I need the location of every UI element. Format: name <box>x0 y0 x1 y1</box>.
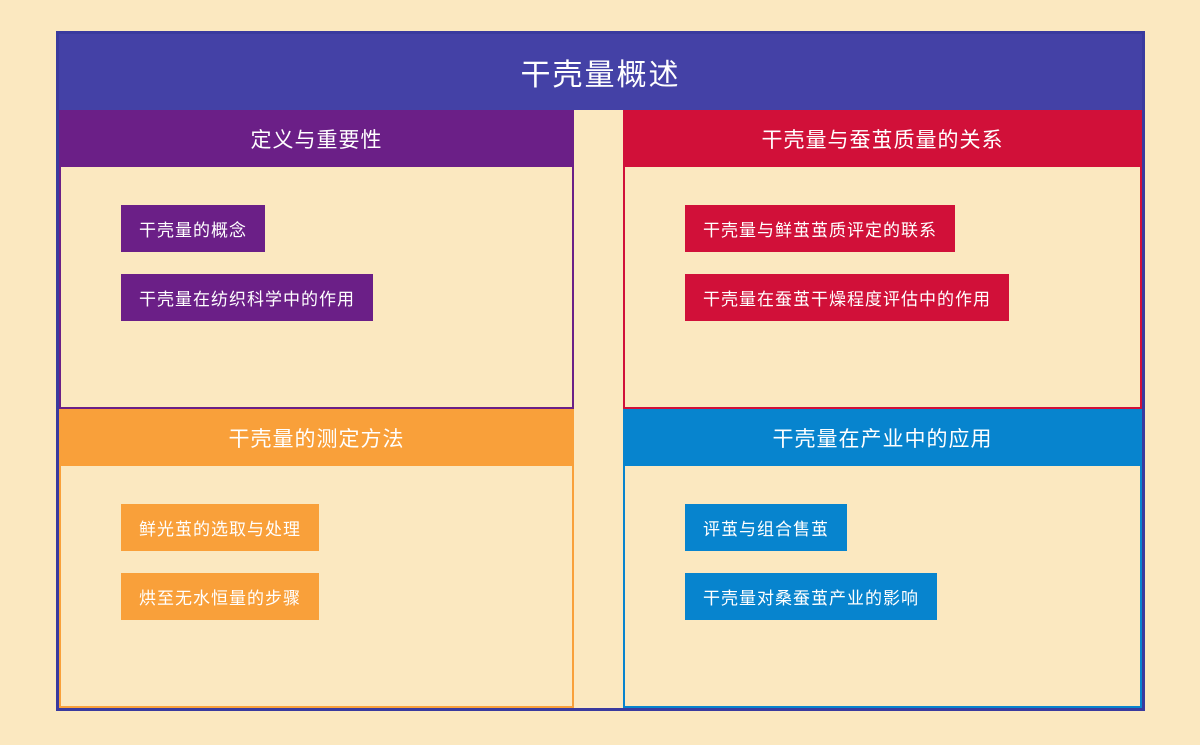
quadrant-row-bottom: 干壳量的测定方法 鲜光茧的选取与处理 烘至无水恒量的步骤 干壳量在产业中的应用 … <box>59 409 1142 708</box>
quadrant-body-definition-importance: 干壳量的概念 干壳量在纺织科学中的作用 <box>59 167 574 409</box>
quadrant-header-definition-importance: 定义与重要性 <box>59 110 574 167</box>
topic-chip[interactable]: 烘至无水恒量的步骤 <box>121 573 319 620</box>
quadrant-header-quality-relation: 干壳量与蚕茧质量的关系 <box>623 110 1142 167</box>
quadrant-industry-application[interactable]: 干壳量在产业中的应用 评茧与组合售茧 干壳量对桑蚕茧产业的影响 <box>623 409 1142 708</box>
diagram-board: 干壳量概述 定义与重要性 干壳量的概念 干壳量在纺织科学中的作用 干壳量与蚕茧质… <box>56 31 1145 711</box>
quadrant-body-quality-relation: 干壳量与鲜茧茧质评定的联系 干壳量在蚕茧干燥程度评估中的作用 <box>623 167 1142 409</box>
quadrant-row-top: 定义与重要性 干壳量的概念 干壳量在纺织科学中的作用 干壳量与蚕茧质量的关系 干… <box>59 110 1142 409</box>
quadrant-column-left-top: 定义与重要性 干壳量的概念 干壳量在纺织科学中的作用 <box>59 110 574 409</box>
quadrant-body-industry-application: 评茧与组合售茧 干壳量对桑蚕茧产业的影响 <box>623 466 1142 708</box>
column-gap <box>574 110 623 409</box>
quadrant-measurement-method[interactable]: 干壳量的测定方法 鲜光茧的选取与处理 烘至无水恒量的步骤 <box>59 409 574 708</box>
topic-chip[interactable]: 干壳量对桑蚕茧产业的影响 <box>685 573 937 620</box>
quadrant-header-industry-application: 干壳量在产业中的应用 <box>623 409 1142 466</box>
diagram-title: 干壳量概述 <box>59 34 1142 110</box>
column-gap <box>574 409 623 708</box>
topic-chip[interactable]: 干壳量在蚕茧干燥程度评估中的作用 <box>685 274 1009 321</box>
quadrant-body-measurement-method: 鲜光茧的选取与处理 烘至无水恒量的步骤 <box>59 466 574 708</box>
topic-chip[interactable]: 干壳量与鲜茧茧质评定的联系 <box>685 205 955 252</box>
quadrant-definition-importance[interactable]: 定义与重要性 干壳量的概念 干壳量在纺织科学中的作用 <box>59 110 574 409</box>
quadrant-quality-relation[interactable]: 干壳量与蚕茧质量的关系 干壳量与鲜茧茧质评定的联系 干壳量在蚕茧干燥程度评估中的… <box>623 110 1142 409</box>
quadrant-grid: 定义与重要性 干壳量的概念 干壳量在纺织科学中的作用 干壳量与蚕茧质量的关系 干… <box>59 110 1142 708</box>
quadrant-column-left-bottom: 干壳量的测定方法 鲜光茧的选取与处理 烘至无水恒量的步骤 <box>59 409 574 708</box>
quadrant-header-measurement-method: 干壳量的测定方法 <box>59 409 574 466</box>
topic-chip[interactable]: 干壳量的概念 <box>121 205 265 252</box>
quadrant-column-right-bottom: 干壳量在产业中的应用 评茧与组合售茧 干壳量对桑蚕茧产业的影响 <box>623 409 1142 708</box>
topic-chip[interactable]: 评茧与组合售茧 <box>685 504 847 551</box>
topic-chip[interactable]: 鲜光茧的选取与处理 <box>121 504 319 551</box>
topic-chip[interactable]: 干壳量在纺织科学中的作用 <box>121 274 373 321</box>
quadrant-column-right-top: 干壳量与蚕茧质量的关系 干壳量与鲜茧茧质评定的联系 干壳量在蚕茧干燥程度评估中的… <box>623 110 1142 409</box>
